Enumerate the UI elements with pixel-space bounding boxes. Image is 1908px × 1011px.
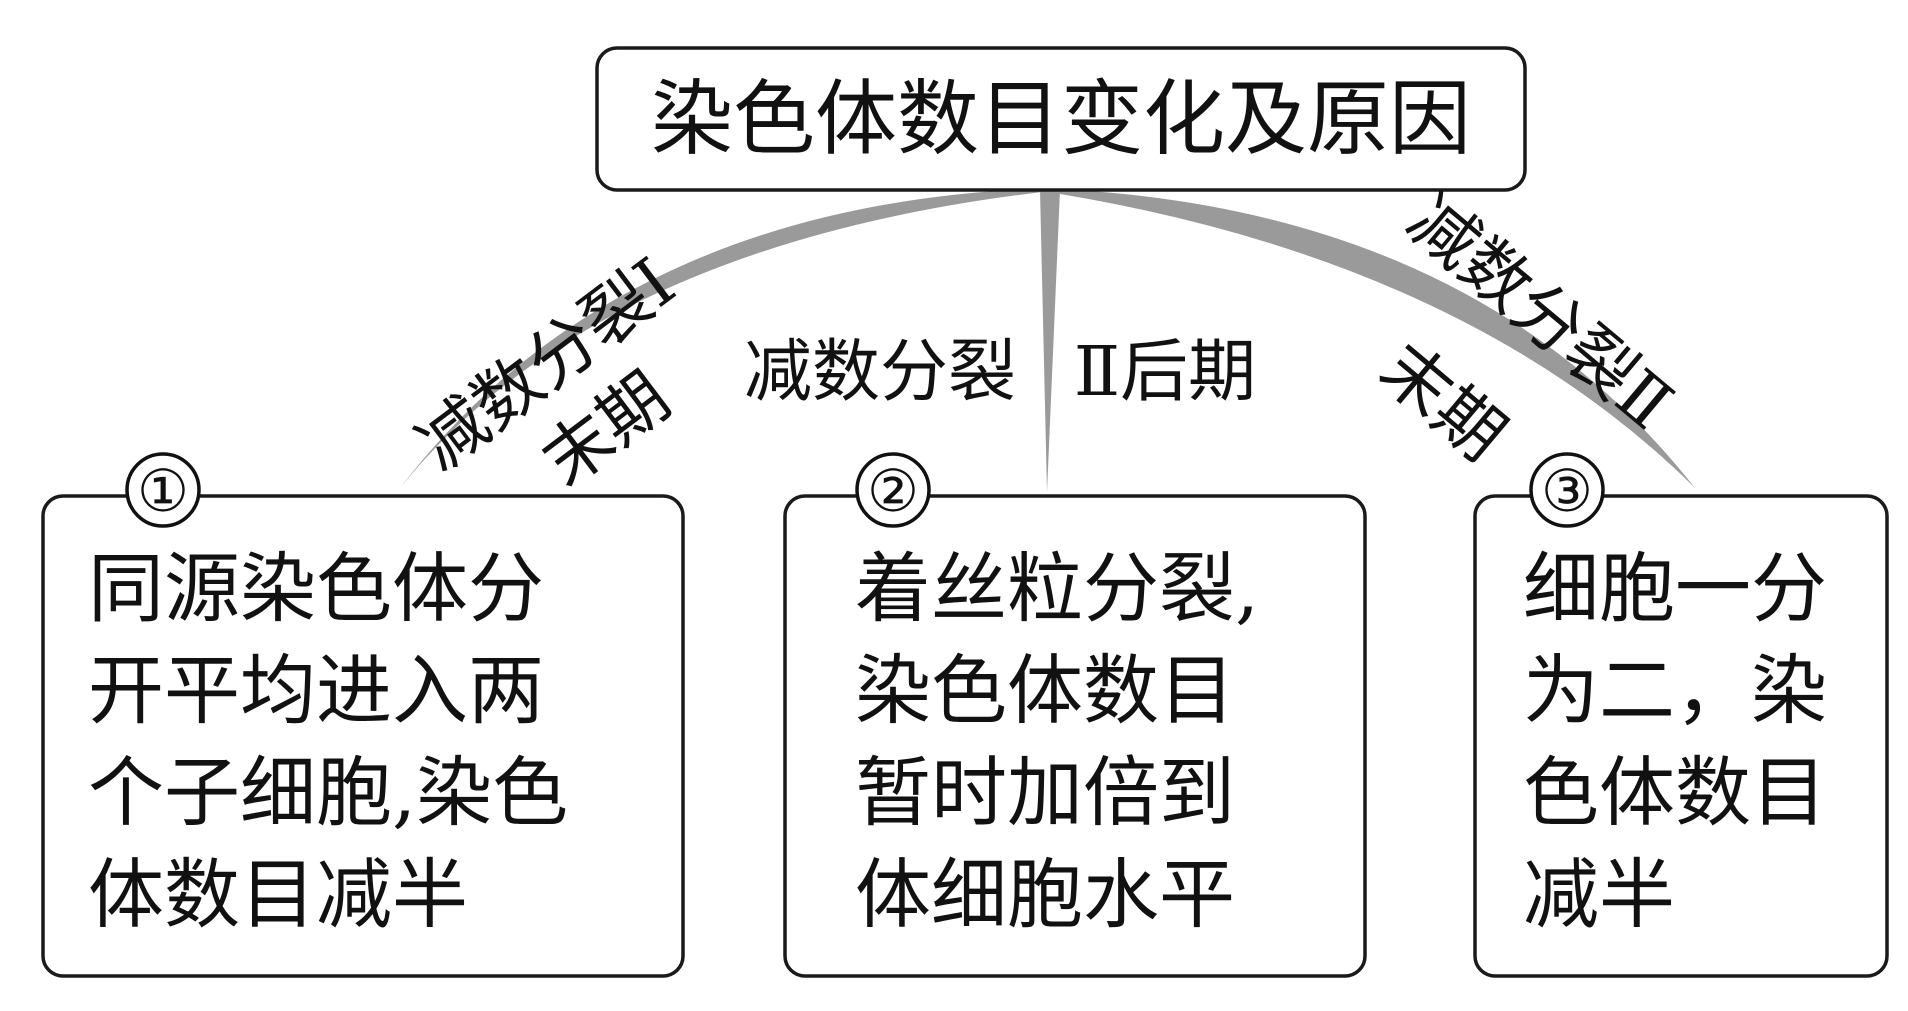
- box-1: ① 同源染色体分 开平均进入两 个子细胞,染色 体数目减半: [41, 452, 685, 978]
- box-1-line-4: 体数目减半: [88, 850, 468, 939]
- box-3-line-2: 为二，染: [1523, 646, 1827, 735]
- box-2-number: ②: [867, 457, 919, 525]
- label-right-line2: 末期: [1365, 329, 1520, 477]
- box-2-line-3: 暂时加倍到: [855, 748, 1235, 837]
- box-3-line-4: 减半: [1523, 850, 1675, 939]
- box-1-number: ①: [137, 457, 189, 525]
- title-box: 染色体数目变化及原因: [595, 46, 1527, 192]
- box-2-line-4: 体细胞水平: [855, 850, 1235, 939]
- box-1-line-3: 个子细胞,染色: [88, 748, 568, 837]
- box-2-line-1: 着丝粒分裂,: [855, 544, 1259, 633]
- box-3-number: ③: [1541, 457, 1593, 525]
- label-right: 减数分裂Ⅱ 末期: [1365, 180, 1687, 477]
- box-1-line-1: 同源染色体分: [88, 544, 544, 633]
- connector-right: [1035, 190, 1695, 488]
- box-3: ③ 细胞一分 为二，染 色体数目 减半: [1473, 452, 1889, 978]
- box-3-line-1: 细胞一分: [1523, 544, 1827, 633]
- label-middle-line2: Ⅱ后期: [1074, 333, 1256, 412]
- label-left: 减数分裂Ⅰ 末期: [403, 244, 689, 503]
- title-text: 染色体数目变化及原因: [651, 72, 1471, 167]
- connector-middle: [1040, 190, 1060, 492]
- box-2-line-2: 染色体数目: [855, 646, 1235, 735]
- box-1-line-2: 开平均进入两: [88, 646, 544, 735]
- box-3-line-3: 色体数目: [1523, 748, 1827, 837]
- label-middle-line1: 减数分裂: [744, 333, 1016, 412]
- connector-left: [400, 190, 1060, 488]
- box-2: ② 着丝粒分裂, 染色体数目 暂时加倍到 体细胞水平: [783, 452, 1367, 978]
